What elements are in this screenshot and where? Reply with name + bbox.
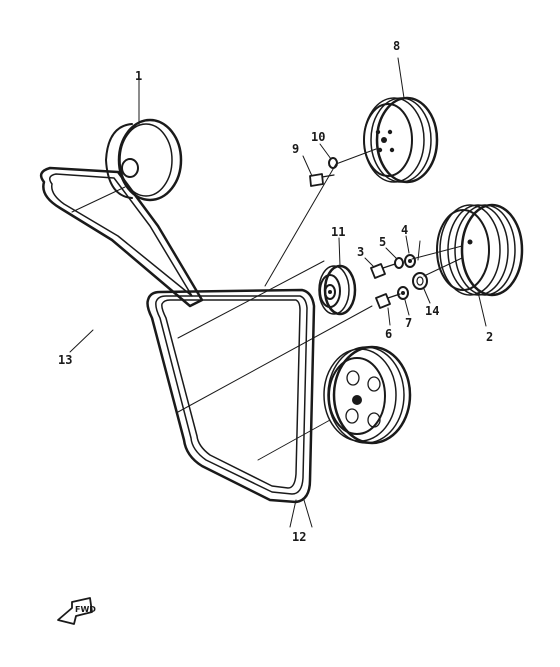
bolt-9 [302,155,335,187]
idler-pulley-11 [318,237,357,316]
callout-5: 5 [379,235,386,249]
callout-11: 11 [331,225,345,239]
washer-14 [412,272,431,304]
callout-13: 13 [58,353,72,367]
pulley-2 [436,203,524,327]
belt-12 [146,288,316,528]
washer-5 [385,247,404,269]
callout-7: 7 [405,316,412,330]
nut-4 [404,235,416,268]
pulley-1 [105,79,183,202]
callout-3: 3 [357,245,364,259]
bolt-3 [364,257,396,279]
washer-10 [319,143,338,169]
pulley-8 [363,57,439,184]
alignment-lines [71,163,373,461]
callout-4: 4 [401,223,408,237]
callout-2: 2 [486,330,493,344]
callout-10: 10 [311,130,325,144]
callout-8: 8 [393,39,400,53]
fwd-label: FWD [75,605,96,614]
callout-12: 12 [292,530,306,544]
bolt-6 [375,293,401,326]
nut-7 [397,286,410,316]
crank-pulley [323,345,412,445]
callout-14: 14 [425,304,439,318]
callout-1: 1 [135,69,142,83]
forward-direction-marker: FWD [57,597,96,625]
callout-9: 9 [292,142,299,156]
callout-6: 6 [385,327,392,341]
